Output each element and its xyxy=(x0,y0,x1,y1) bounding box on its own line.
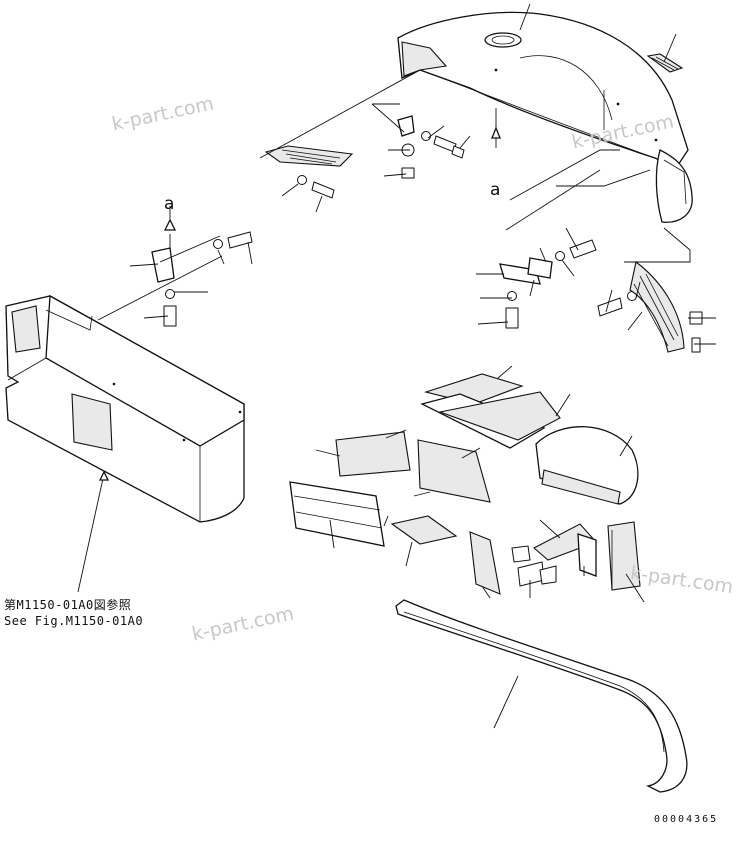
reference-note-jp: 第M1150-01A0図参照 xyxy=(4,598,132,612)
side-grille xyxy=(629,261,703,353)
view-marker-a-left: a xyxy=(164,194,175,214)
reference-note-en: See Fig.M1150-01A0 xyxy=(4,614,144,628)
leader-lines xyxy=(77,3,716,729)
arrow-up-icon xyxy=(163,218,177,231)
bottom-trim xyxy=(395,599,688,793)
side-cover xyxy=(5,294,245,523)
upper-fasteners xyxy=(297,115,465,199)
left-bracket xyxy=(151,218,253,327)
small-grille xyxy=(646,53,684,73)
panel-set xyxy=(289,373,641,595)
drawing-number: 00004365 xyxy=(654,814,719,825)
top-cover xyxy=(397,11,693,223)
right-bracket xyxy=(499,239,637,329)
left-grille xyxy=(264,145,354,167)
view-marker-a-center: a xyxy=(490,180,501,200)
